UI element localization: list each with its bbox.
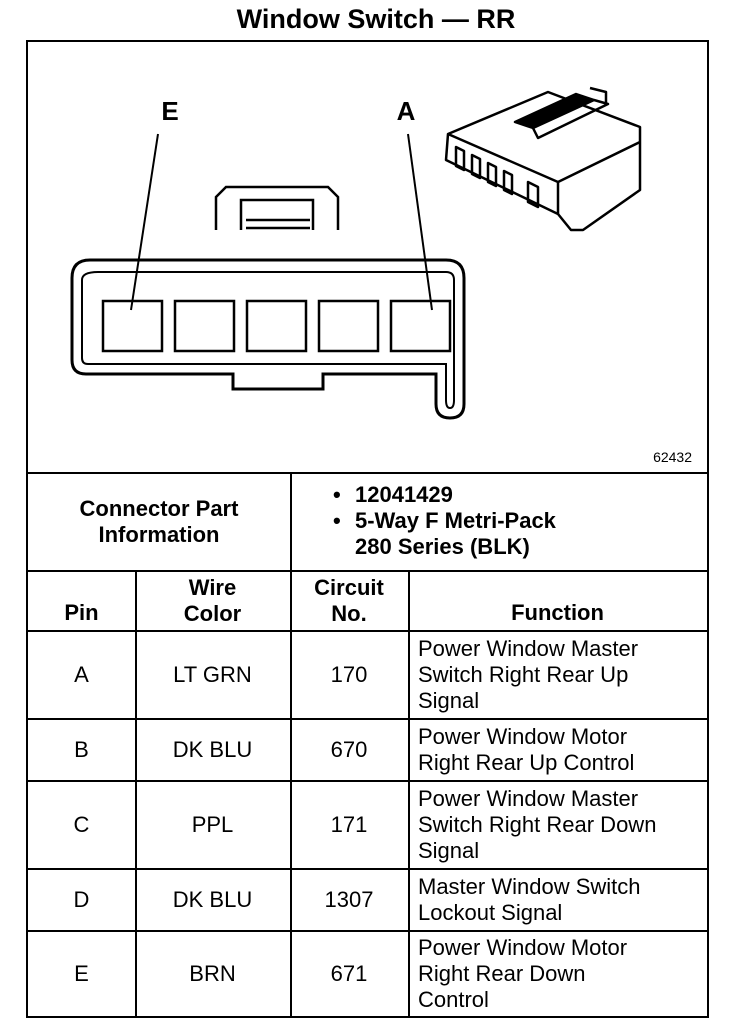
header-pin: Pin: [28, 572, 135, 630]
connector-part-label-line1: Connector Part: [79, 496, 239, 521]
connector-description: 5-Way F Metri-Pack: [355, 508, 556, 533]
function-line: Power Window Motor: [418, 935, 628, 960]
leader-line-e: [130, 133, 159, 311]
header-function-label: Function: [511, 600, 604, 625]
function-line: Power Window Motor: [418, 724, 628, 749]
header-circuit-line2: No.: [331, 601, 367, 626]
divider: [28, 718, 707, 720]
connector-sheet: E A: [26, 40, 709, 1018]
function-line: Power Window Master: [418, 786, 639, 811]
function-cell: Power Window Motor Right Rear Up Control: [408, 720, 707, 780]
function-line: Right Rear Down: [418, 961, 586, 986]
page-title: Window Switch — RR: [236, 4, 516, 34]
divider: [28, 630, 707, 632]
function-line: Right Rear Up Control: [418, 750, 635, 775]
function-line: Lockout Signal: [418, 900, 563, 925]
wire-color-cell: DK BLU: [172, 737, 253, 762]
header-wire-color: Wire Color: [135, 572, 290, 630]
circuit-cell: 671: [330, 961, 368, 986]
header-wire-color-line1: Wire: [188, 575, 237, 600]
connector-face: [70, 258, 466, 420]
header-wire-color-line2: Color: [183, 601, 242, 626]
function-cell: Power Window Motor Right Rear Down Contr…: [408, 932, 707, 1016]
connector-latch: [214, 185, 340, 230]
cavity-d: [173, 299, 236, 353]
connector-description-line2: 280 Series (BLK): [355, 534, 530, 559]
function-line: Switch Right Rear Up: [418, 662, 629, 687]
circuit-cell: 170: [330, 662, 368, 687]
cavity-c: [245, 299, 308, 353]
column-divider: [135, 572, 137, 1018]
wire-color-cell: PPL: [191, 812, 234, 837]
pin-cell: C: [73, 812, 90, 837]
connector-part-details: •12041429 •5-Way F Metri-Pack 280 Series…: [333, 482, 556, 559]
pin-cell: B: [74, 737, 89, 762]
connector-part-number: 12041429: [355, 482, 453, 507]
column-divider: [290, 572, 292, 1018]
divider: [28, 780, 707, 782]
divider: [28, 868, 707, 870]
figure-number: 62432: [653, 449, 692, 465]
circuit-cell: 670: [330, 737, 368, 762]
cavity-a: [389, 299, 452, 353]
pin-e-label: E: [161, 96, 178, 126]
function-line: Control: [418, 987, 489, 1012]
function-line: Signal: [418, 688, 480, 713]
divider: [28, 930, 707, 932]
function-cell: Power Window Master Switch Right Rear Do…: [408, 782, 707, 868]
pin-a-label: A: [397, 96, 416, 126]
connector-diagram: E A: [70, 86, 692, 465]
circuit-cell: 1307: [324, 887, 374, 912]
function-cell: Power Window Master Switch Right Rear Up…: [408, 632, 707, 718]
pin-cell: D: [73, 887, 90, 912]
pin-cell: A: [74, 662, 89, 687]
wire-color-cell: LT GRN: [173, 662, 252, 687]
divider: [28, 472, 707, 474]
leader-line-a: [407, 133, 433, 311]
pin-cavities: [101, 299, 452, 353]
column-divider: [408, 572, 410, 1018]
header-circuit-line1: Circuit: [314, 575, 384, 600]
divider: [290, 474, 292, 570]
cavity-e: [101, 299, 164, 353]
wire-color-cell: DK BLU: [172, 887, 253, 912]
pin-cell: E: [74, 961, 89, 986]
connector-part-label-line2: Information: [98, 522, 220, 547]
header-pin-label: Pin: [64, 600, 99, 625]
connector-part-label: Connector Part Information: [28, 474, 290, 570]
circuit-cell: 171: [330, 812, 368, 837]
function-line: Master Window Switch: [418, 874, 641, 899]
cavity-b: [317, 299, 380, 353]
function-line: Power Window Master: [418, 636, 639, 661]
function-cell: Master Window Switch Lockout Signal: [408, 870, 707, 930]
header-circuit: Circuit No.: [290, 572, 408, 630]
function-line: Signal: [418, 838, 480, 863]
wire-color-cell: BRN: [189, 961, 236, 986]
function-line: Switch Right Rear Down: [418, 812, 657, 837]
divider: [28, 570, 707, 572]
connector-isometric: [444, 86, 642, 232]
header-function: Function: [408, 572, 707, 630]
